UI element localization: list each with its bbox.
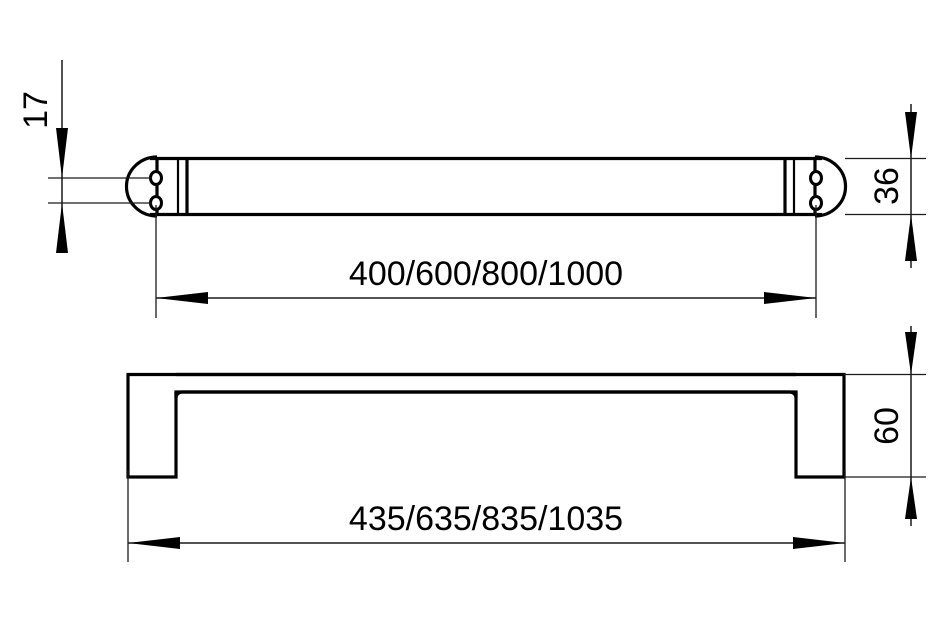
dimension-overall-length: 435/635/835/1035 [127,470,846,562]
side-depth-arrow-lower [905,477,917,519]
side-depth-label: 60 [868,407,906,445]
left-upper-mounting-hole [149,170,163,186]
dimension-side-depth: 60 [844,326,926,526]
side-depth-arrow-upper [905,332,917,375]
dimension-bar-length: 400/600/800/1000 [155,205,817,318]
dimension-hole-spacing: 17 [17,60,152,253]
overall-length-label: 435/635/835/1035 [349,500,623,538]
top-view-group [124,155,848,218]
flange-width-label: 36 [868,167,906,205]
flange-width-arrow-upper [905,112,917,159]
right-upper-mounting-hole [809,170,823,186]
hole-spacing-arrow-lower [56,203,68,253]
bar-length-label: 400/600/800/1000 [349,255,623,293]
left-flange-round-edge [124,155,158,218]
dimension-flange-width: 36 [845,104,926,268]
bar-length-arrow-right [764,292,816,304]
hole-spacing-arrow-upper [56,128,68,178]
right-flange-round-edge [814,155,848,218]
bar-length-arrow-left [156,292,208,304]
side-view-group [126,372,846,479]
hole-spacing-label: 17 [17,91,55,129]
overall-length-arrow-left [128,537,180,549]
overall-length-arrow-right [793,537,845,549]
flange-width-arrow-lower [905,214,917,261]
side-view-inner-fillets [174,390,798,399]
side-view-outer-profile [126,372,846,479]
